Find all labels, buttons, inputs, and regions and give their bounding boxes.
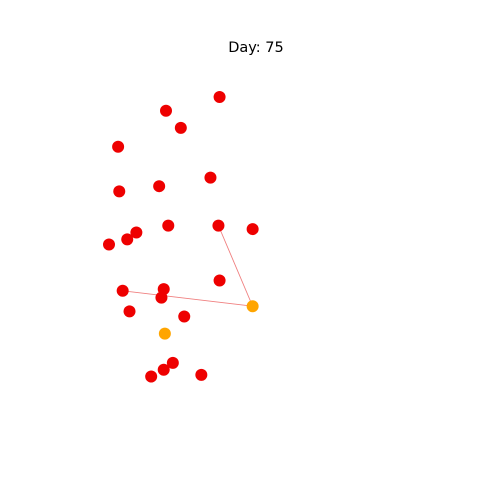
points-layer: [103, 91, 259, 383]
data-point-11: [246, 223, 259, 236]
data-point-15: [116, 284, 129, 297]
data-point-20: [166, 356, 179, 369]
contact-link-1: [218, 225, 254, 307]
data-point-13: [121, 233, 134, 246]
data-point-19: [178, 310, 191, 323]
highlight-point-24: [158, 327, 171, 340]
highlight-point-25: [246, 300, 259, 313]
data-point-8: [162, 219, 175, 232]
data-point-4: [112, 140, 125, 153]
data-point-9: [130, 226, 143, 239]
data-point-23: [195, 368, 208, 381]
data-point-14: [213, 274, 226, 287]
data-point-1: [213, 91, 226, 104]
data-point-17: [157, 283, 170, 296]
data-point-10: [212, 219, 225, 232]
data-point-7: [113, 185, 126, 198]
data-point-2: [160, 104, 172, 117]
links-layer: [122, 225, 254, 307]
data-point-22: [145, 370, 158, 383]
data-point-5: [204, 171, 217, 184]
data-point-6: [153, 180, 166, 193]
data-point-12: [103, 238, 115, 251]
contact-link-2: [122, 290, 253, 307]
data-point-18: [123, 305, 136, 318]
data-point-21: [157, 363, 170, 376]
chart-title: Day: 75: [228, 40, 284, 56]
data-point-3: [174, 121, 187, 134]
